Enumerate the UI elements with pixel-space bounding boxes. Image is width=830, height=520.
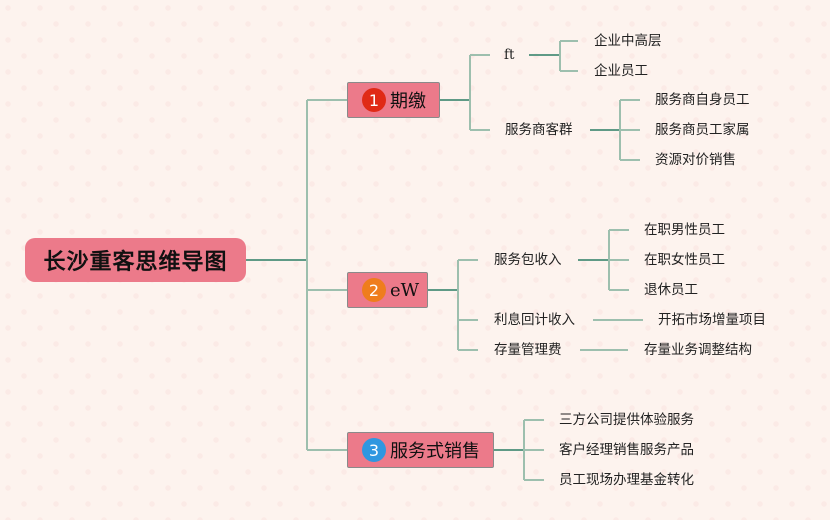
subtopic-ft[interactable]: ft xyxy=(504,47,515,63)
leaf-topic[interactable]: 在职男性员工 xyxy=(644,222,725,238)
leaf-topic[interactable]: 资源对价销售 xyxy=(655,152,736,168)
priority-1-icon: 1 xyxy=(362,88,386,112)
leaf-topic[interactable]: 服务商自身员工 xyxy=(655,92,750,108)
leaf-topic[interactable]: 员工现场办理基金转化 xyxy=(559,472,694,488)
branch-label: eW xyxy=(390,279,420,301)
leaf-topic[interactable]: 退休员工 xyxy=(644,282,698,298)
root-title: 长沙重客思维导图 xyxy=(43,250,228,275)
subtopic-service-provider-clients[interactable]: 服务商客群 xyxy=(505,122,573,138)
leaf-topic[interactable]: 三方公司提供体验服务 xyxy=(559,412,694,428)
branch-label: 服务式销售 xyxy=(390,441,480,462)
branch-node-3[interactable]: 3 服务式销售 xyxy=(347,432,494,468)
leaf-topic[interactable]: 企业中高层 xyxy=(594,33,662,49)
leaf-topic[interactable]: 客户经理销售服务产品 xyxy=(559,442,694,458)
leaf-topic[interactable]: 服务商员工家属 xyxy=(655,122,750,138)
leaf-topic[interactable]: 存量业务调整结构 xyxy=(644,342,752,358)
leaf-topic[interactable]: 企业员工 xyxy=(594,63,648,79)
branch-label: 期缴 xyxy=(390,91,426,112)
priority-2-icon: 2 xyxy=(362,278,386,302)
subtopic-interest-income[interactable]: 利息回计收入 xyxy=(494,312,575,328)
branch-node-2[interactable]: 2 eW xyxy=(347,272,428,308)
leaf-topic[interactable]: 在职女性员工 xyxy=(644,252,725,268)
branch-node-1[interactable]: 1 期缴 xyxy=(347,82,440,118)
subtopic-stock-management-fee[interactable]: 存量管理费 xyxy=(494,342,562,358)
subtopic-service-package-income[interactable]: 服务包收入 xyxy=(494,252,562,268)
priority-3-icon: 3 xyxy=(362,438,386,462)
leaf-topic[interactable]: 开拓市场增量项目 xyxy=(658,312,766,328)
root-node[interactable]: 长沙重客思维导图 xyxy=(25,238,246,282)
